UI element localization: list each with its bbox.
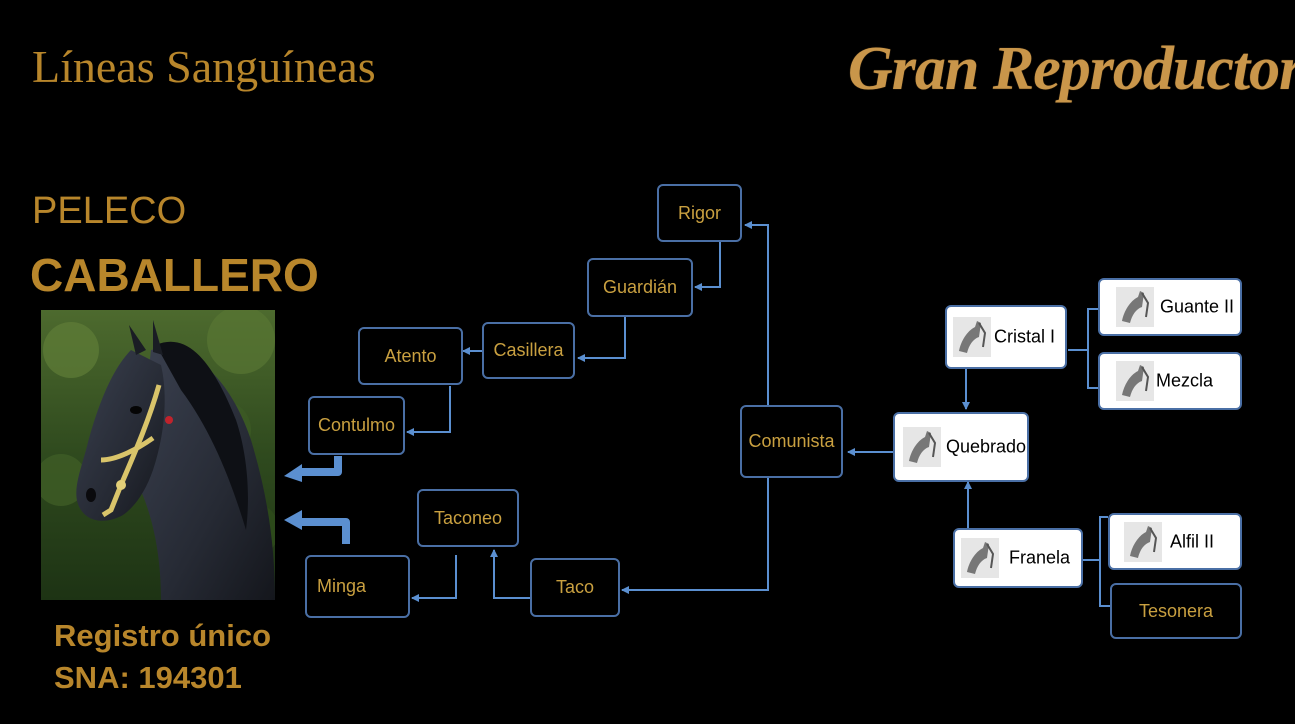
horse-head-icon: [1116, 287, 1154, 327]
horse-photo: [41, 310, 275, 600]
node-taco: Taco: [530, 558, 620, 617]
arrow-comunista-taco: [621, 478, 769, 594]
arrow-comunista-rigor: [744, 221, 769, 405]
horse-prefix: PELECO: [32, 190, 187, 232]
arrow-taconeo-minga: [411, 555, 457, 602]
page-title: Líneas Sanguíneas: [32, 41, 376, 92]
horse-head-icon: [1116, 361, 1154, 401]
arrow-atento-contulmo: [406, 386, 451, 436]
horse-head-icon: [953, 317, 991, 357]
horse-head-icon: [961, 538, 999, 578]
horse-name: CABALLERO: [30, 249, 319, 301]
brand-logo: Gran Reproductor: [848, 35, 1295, 103]
arrowhead-minga-horse: [284, 510, 302, 530]
node-minga: Minga: [305, 555, 410, 618]
node-cristal: Cristal I: [945, 305, 1067, 369]
bracket-franela-parents: [1099, 516, 1110, 607]
arrow-taco-taconeo: [490, 549, 530, 599]
node-comunista: Comunista: [740, 405, 843, 478]
registry-label: Registro único: [54, 618, 272, 653]
node-guardian: Guardián: [587, 258, 693, 317]
arrow-minga-horse: [300, 518, 350, 544]
arrow-rigor-guardian: [694, 242, 721, 291]
node-quebrado: Quebrado: [893, 412, 1029, 482]
horse-head-icon: [903, 427, 941, 467]
bracket-cristal-parents: [1087, 308, 1098, 389]
arrow-contulmo-horse: [300, 456, 342, 476]
node-alfil: Alfil II: [1108, 513, 1242, 570]
node-casillera: Casillera: [482, 322, 575, 379]
arrowhead-contulmo-horse: [284, 464, 302, 482]
registry-number: SNA: 194301: [54, 660, 242, 695]
node-taconeo: Taconeo: [417, 489, 519, 547]
node-franela: Franela: [953, 528, 1083, 588]
node-rigor: Rigor: [657, 184, 742, 242]
arrow-guardian-casillera: [577, 317, 626, 362]
horse-head-icon: [1124, 521, 1162, 562]
node-contulmo: Contulmo: [308, 396, 405, 455]
node-guante: Guante II: [1098, 278, 1242, 336]
node-atento: Atento: [358, 327, 463, 385]
node-mezcla: Mezcla: [1098, 352, 1242, 410]
node-tesonera: Tesonera: [1110, 583, 1242, 639]
